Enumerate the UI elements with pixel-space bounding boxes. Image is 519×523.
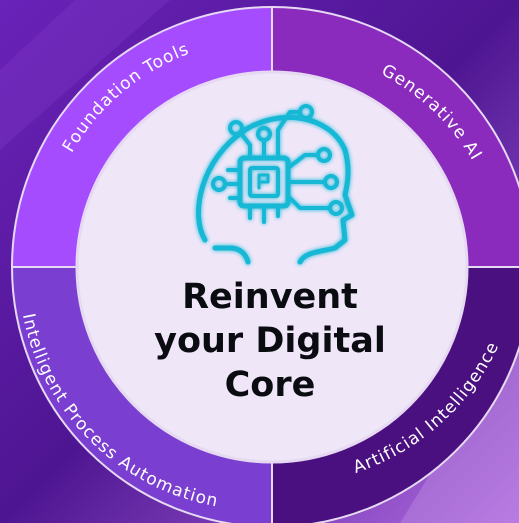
- ring-outline: [11, 6, 519, 523]
- ai-head-circuit-icon: [196, 104, 355, 265]
- title-line-2: your Digital: [154, 321, 386, 361]
- title-line-1: Reinvent: [182, 277, 358, 317]
- center-disc: [75, 70, 469, 464]
- title-line-3: Core: [225, 365, 316, 405]
- center-title: Reinvent your Digital Core: [154, 277, 386, 405]
- background-streak: [0, 0, 170, 150]
